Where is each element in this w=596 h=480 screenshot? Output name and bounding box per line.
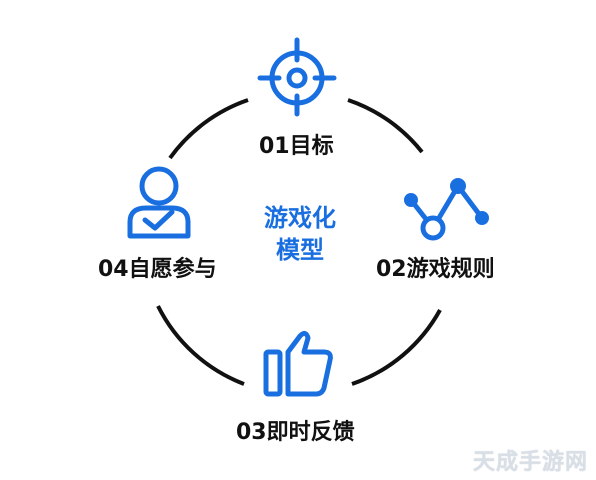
stage-label-goal: 01目标: [259, 134, 334, 159]
target-icon: [257, 37, 337, 117]
stage-label-voluntary: 04自愿参与: [98, 257, 217, 282]
watermark: 天成手游网: [472, 450, 588, 475]
arc-top-left: [168, 98, 249, 160]
arc-bottom-left: [156, 305, 245, 386]
arc-top-right: [347, 98, 424, 154]
thumbs-up-icon: [263, 330, 333, 397]
center-title: 游戏化 模型: [238, 202, 362, 266]
line-graph-icon: [404, 178, 489, 241]
center-title-line2: 模型: [276, 236, 324, 264]
center-title-line1: 游戏化: [264, 204, 336, 232]
stage-label-feedback: 03即时反馈: [236, 420, 355, 445]
stage-label-rules: 02游戏规则: [376, 257, 495, 282]
user-check-icon: [127, 166, 191, 239]
arc-bottom-right: [351, 309, 442, 386]
